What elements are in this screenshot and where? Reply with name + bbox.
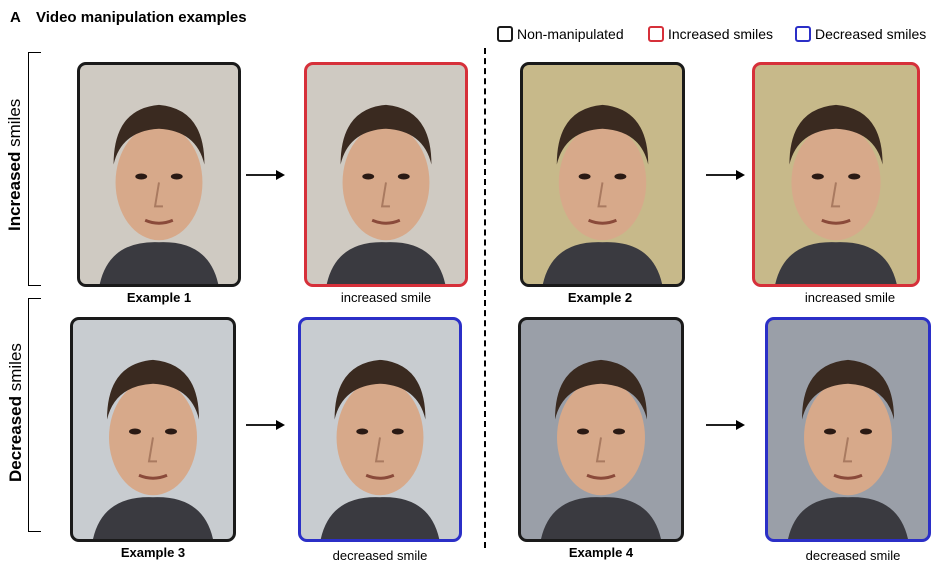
row-bracket-decreased [28, 298, 41, 532]
face-image [73, 320, 233, 539]
legend-swatch-non-manipulated [497, 26, 513, 42]
row-bracket-increased [28, 52, 41, 286]
caption-example-1: Example 1 [126, 290, 192, 305]
caption-example-4-manipulated: decreased smile [805, 548, 901, 563]
face-image [521, 320, 681, 539]
face-image [768, 320, 928, 539]
face-image [301, 320, 459, 539]
arrow-icon [704, 167, 746, 183]
example-3-manipulated-frame [298, 317, 462, 542]
vertical-divider [484, 48, 486, 548]
panel-letter: A [10, 9, 21, 26]
arrow-icon [704, 417, 746, 433]
example-2-manipulated-frame [752, 62, 920, 287]
legend-label: Increased smiles [668, 26, 774, 42]
caption-example-3-manipulated: decreased smile [332, 548, 428, 563]
example-1-original-frame [77, 62, 241, 287]
example-1-manipulated-frame [304, 62, 468, 287]
face-image [307, 65, 465, 284]
legend-swatch-decreased [795, 26, 811, 42]
row-label-decreased: Decreased smiles [6, 343, 25, 482]
example-4-manipulated-frame [765, 317, 931, 542]
legend-non-manipulated: Non-manipulated [497, 26, 624, 42]
legend-decreased: Decreased smiles [795, 26, 926, 42]
face-image [80, 65, 238, 284]
caption-example-4: Example 4 [568, 545, 634, 560]
example-4-original-frame [518, 317, 684, 542]
arrow-icon [244, 417, 286, 433]
example-3-original-frame [70, 317, 236, 542]
row-label-increased: Increased smiles [5, 98, 24, 231]
caption-example-2: Example 2 [567, 290, 633, 305]
caption-example-1-manipulated: increased smile [340, 290, 432, 305]
legend-increased: Increased smiles [648, 26, 773, 42]
legend-swatch-increased [648, 26, 664, 42]
caption-example-3: Example 3 [120, 545, 186, 560]
legend-label: Non-manipulated [517, 26, 624, 42]
figure-title: Video manipulation examples [36, 9, 247, 26]
example-2-original-frame [520, 62, 685, 287]
arrow-icon [244, 167, 286, 183]
legend-label: Decreased smiles [815, 26, 927, 42]
face-image [523, 65, 682, 284]
caption-example-2-manipulated: increased smile [804, 290, 896, 305]
face-image [755, 65, 917, 284]
